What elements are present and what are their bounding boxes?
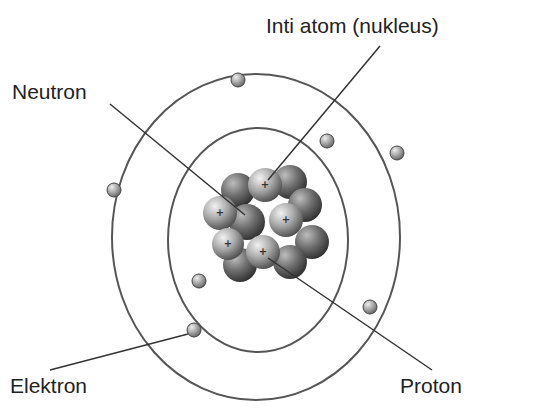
inner-orbit: [168, 128, 348, 352]
charge-sign: +: [216, 208, 224, 218]
part-label: Neutron: [12, 80, 87, 103]
charge-sign: +: [261, 180, 269, 190]
outer-orbit: [112, 74, 400, 400]
charge-sign: +: [224, 239, 232, 249]
part-label: Inti atom (nukleus): [266, 14, 439, 37]
part-label: Elektron: [10, 374, 87, 397]
electrons: [107, 73, 404, 337]
nucleus: [203, 165, 329, 282]
leader-lines: [50, 46, 432, 370]
charge-sign: +: [259, 247, 267, 257]
charge-sign: +: [282, 215, 290, 225]
part-label: Proton: [400, 374, 462, 397]
